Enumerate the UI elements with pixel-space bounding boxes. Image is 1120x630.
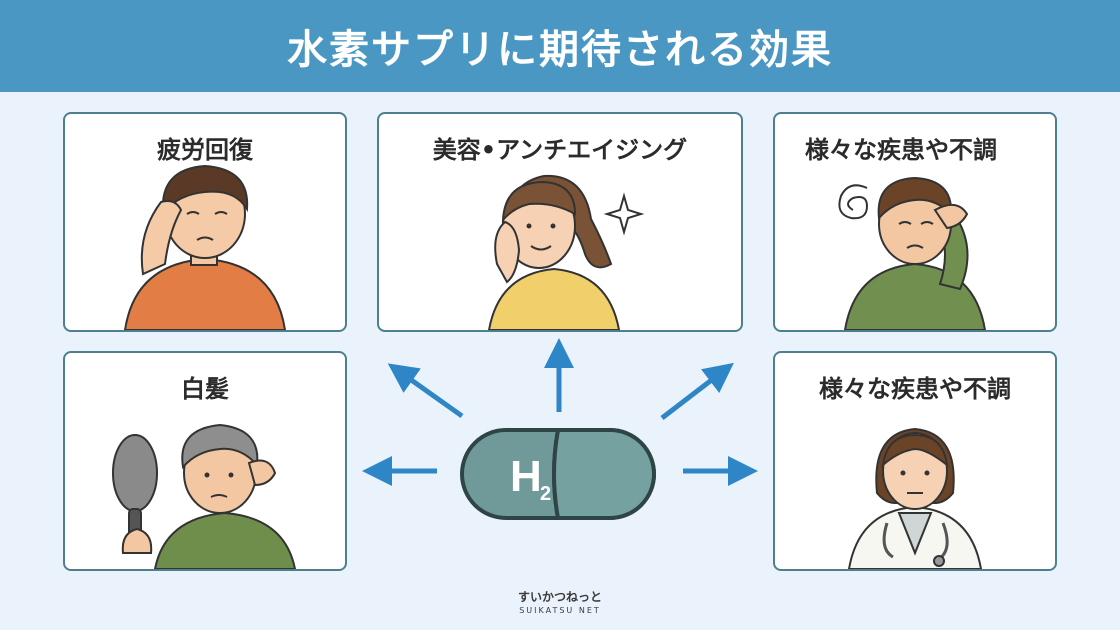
dizzy-man-illustration [838, 176, 987, 330]
dizzy-swirl-icon [838, 184, 869, 220]
effect-label-gray-hair: 白髪 [181, 375, 229, 403]
effect-label-various-conditions-1: 様々な疾患や不調 [805, 136, 997, 164]
tired-man-illustration [123, 164, 287, 330]
arrow-to-conditions-top [660, 362, 734, 420]
sparkle-icon [603, 192, 645, 236]
effect-card-gray-hair: 白髪 [63, 351, 347, 571]
smiling-woman-illustration [487, 174, 645, 330]
effect-card-beauty-antiaging: 美容•アンチエイジング [377, 112, 743, 332]
elderly-man-mirror-illustration [112, 423, 297, 569]
effect-card-various-conditions-1: 様々な疾患や不調 [773, 112, 1057, 332]
page-title: 水素サプリに期待される効果 [287, 27, 833, 73]
title-banner: 水素サプリに期待される効果 [0, 0, 1120, 92]
logo-text-en: SUIKATSU NET [519, 606, 601, 615]
arrow-to-fatigue [387, 363, 464, 419]
effect-label-beauty-antiaging: 美容•アンチエイジング [432, 136, 688, 164]
hand-mirror-icon [112, 434, 158, 552]
doctor-illustration [847, 427, 983, 569]
site-logo: すいかつねっと SUIKATSU NET [500, 588, 620, 615]
effect-card-various-conditions-2: 様々な疾患や不調 [773, 351, 1057, 571]
effect-label-fatigue-recovery: 疲労回復 [157, 136, 253, 164]
effect-card-fatigue-recovery: 疲労回復 [63, 112, 347, 332]
capsule-subscript-text: 2 [540, 483, 551, 505]
hydrogen-capsule: H 2 [460, 428, 656, 520]
effect-label-various-conditions-2: 様々な疾患や不調 [819, 375, 1011, 403]
logo-text-ja: すいかつねっと [517, 590, 602, 604]
capsule-h-text: H [510, 452, 542, 501]
